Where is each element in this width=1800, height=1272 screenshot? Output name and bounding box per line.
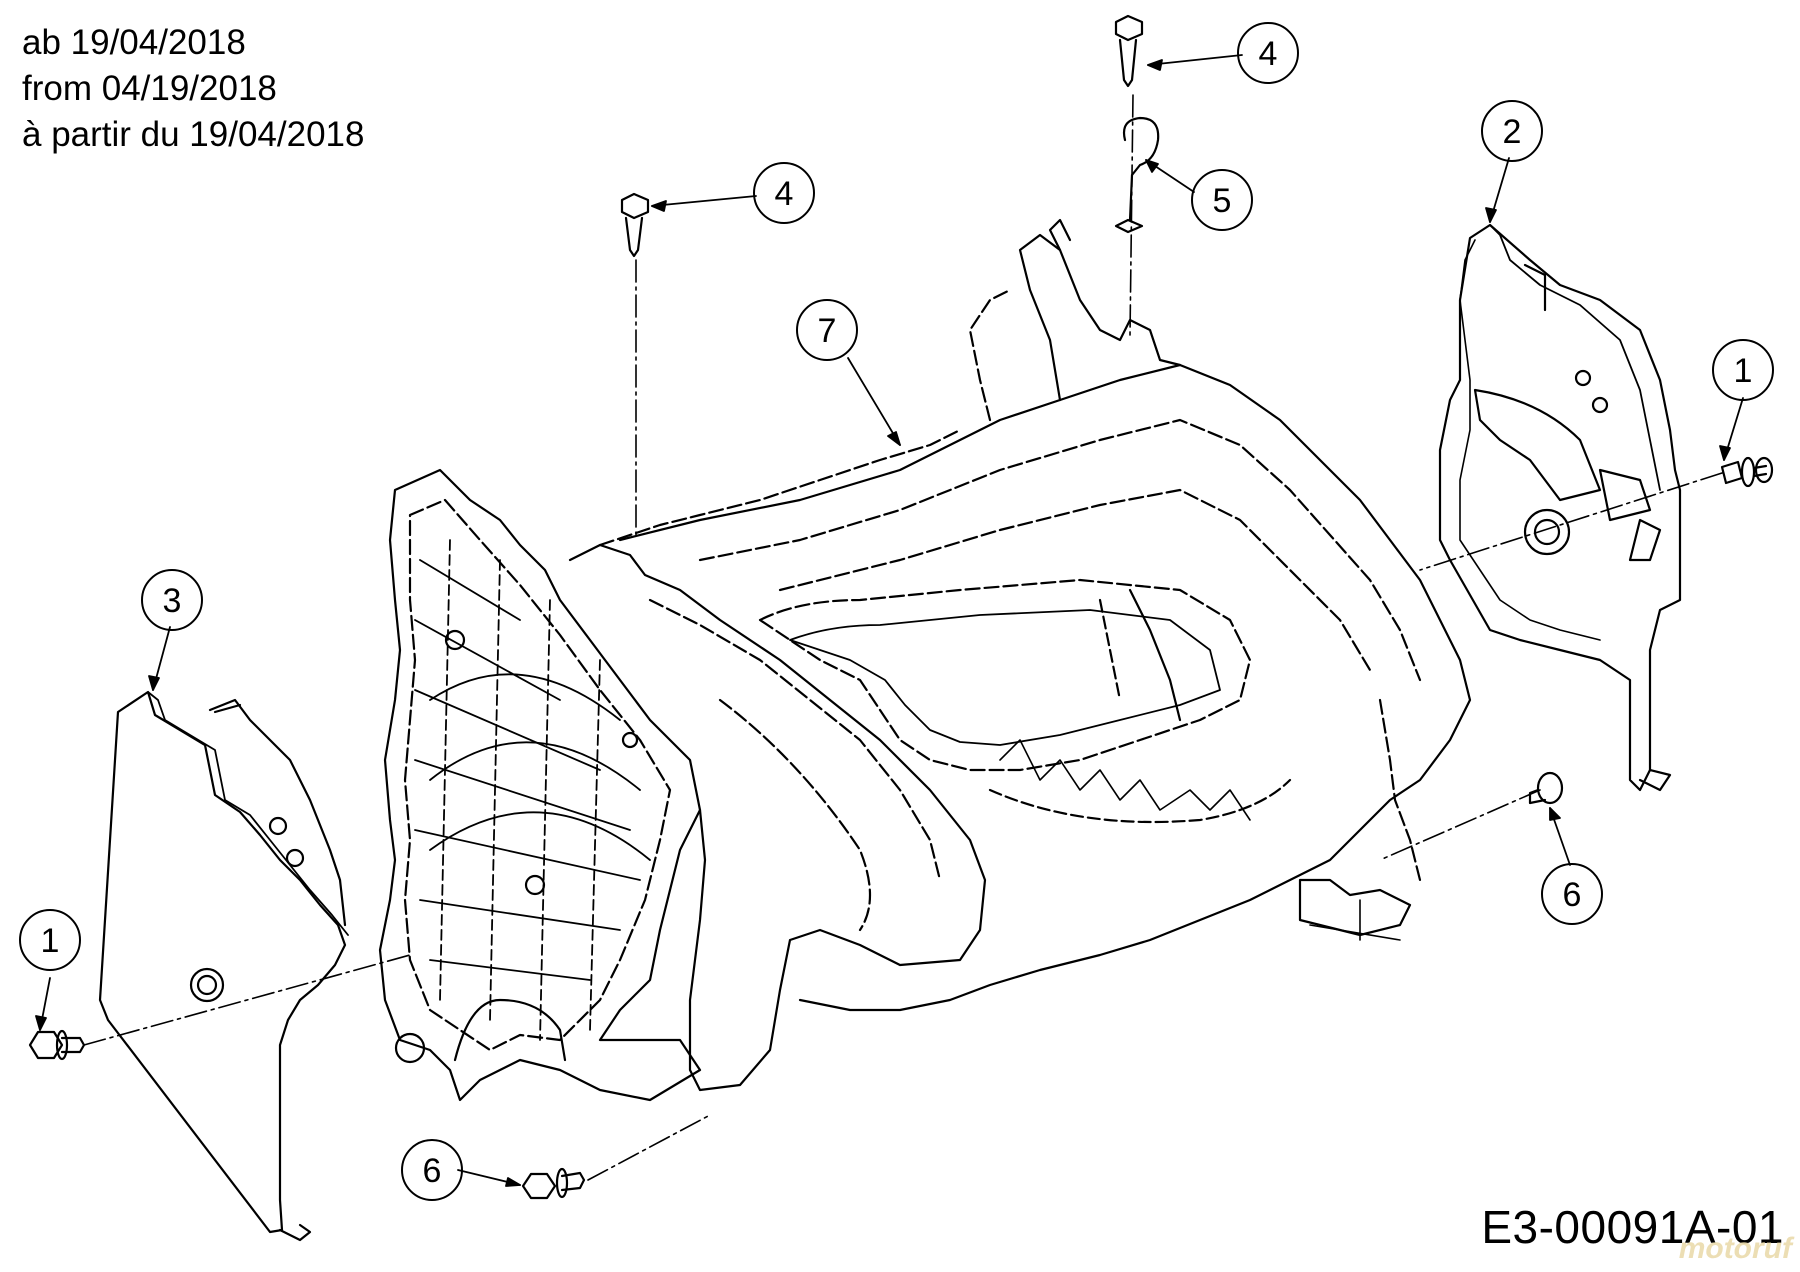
callout-7-label: 7 <box>818 312 837 350</box>
rear-housing-part-7 <box>378 218 1472 1102</box>
diagram-code: E3-00091A-01 <box>1481 1201 1784 1253</box>
callout-1-right: 1 <box>1712 339 1774 401</box>
screw-part-4-top <box>1114 14 1144 88</box>
date-line-de: ab 19/04/2018 <box>22 23 246 62</box>
callout-5-label: 5 <box>1213 182 1232 220</box>
callout-3: 3 <box>141 569 203 631</box>
bolt-part-6-right <box>1528 771 1564 805</box>
callout-2: 2 <box>1481 100 1543 162</box>
callout-3-label: 3 <box>163 582 182 620</box>
bolt-part-6-bottom <box>521 1167 586 1200</box>
callout-4-mid-label: 4 <box>775 175 794 213</box>
left-cover-plate-part-3 <box>98 690 349 1242</box>
callout-4-top: 4 <box>1237 22 1299 84</box>
callout-4-top-label: 4 <box>1259 35 1278 73</box>
callout-2-label: 2 <box>1503 113 1522 151</box>
callout-1-right-label: 1 <box>1734 352 1753 390</box>
callout-6-right-label: 6 <box>1563 876 1582 914</box>
callout-1-left: 1 <box>19 909 81 971</box>
bolt-part-1-right <box>1720 456 1774 488</box>
watermark-logo: motoruf <box>1678 1232 1792 1265</box>
clip-part-5 <box>1114 116 1160 234</box>
bolt-part-1-left <box>28 1029 86 1061</box>
right-cover-plate-part-2 <box>1438 223 1682 792</box>
callout-6-bottom-label: 6 <box>423 1152 442 1190</box>
date-line-fr: à partir du 19/04/2018 <box>22 115 365 154</box>
callout-6-right: 6 <box>1541 863 1603 925</box>
callout-7: 7 <box>796 299 858 361</box>
effective-date-header: ab 19/04/2018 from 04/19/2018 à partir d… <box>22 20 364 158</box>
callout-6-bottom: 6 <box>401 1139 463 1201</box>
callout-leaders <box>35 54 1744 1187</box>
callout-4-mid: 4 <box>753 162 815 224</box>
date-line-en: from 04/19/2018 <box>22 69 277 108</box>
assembly-lines <box>83 94 1723 1181</box>
callout-5: 5 <box>1191 169 1253 231</box>
callout-1-left-label: 1 <box>41 922 60 960</box>
screw-part-4-mid <box>620 192 650 258</box>
